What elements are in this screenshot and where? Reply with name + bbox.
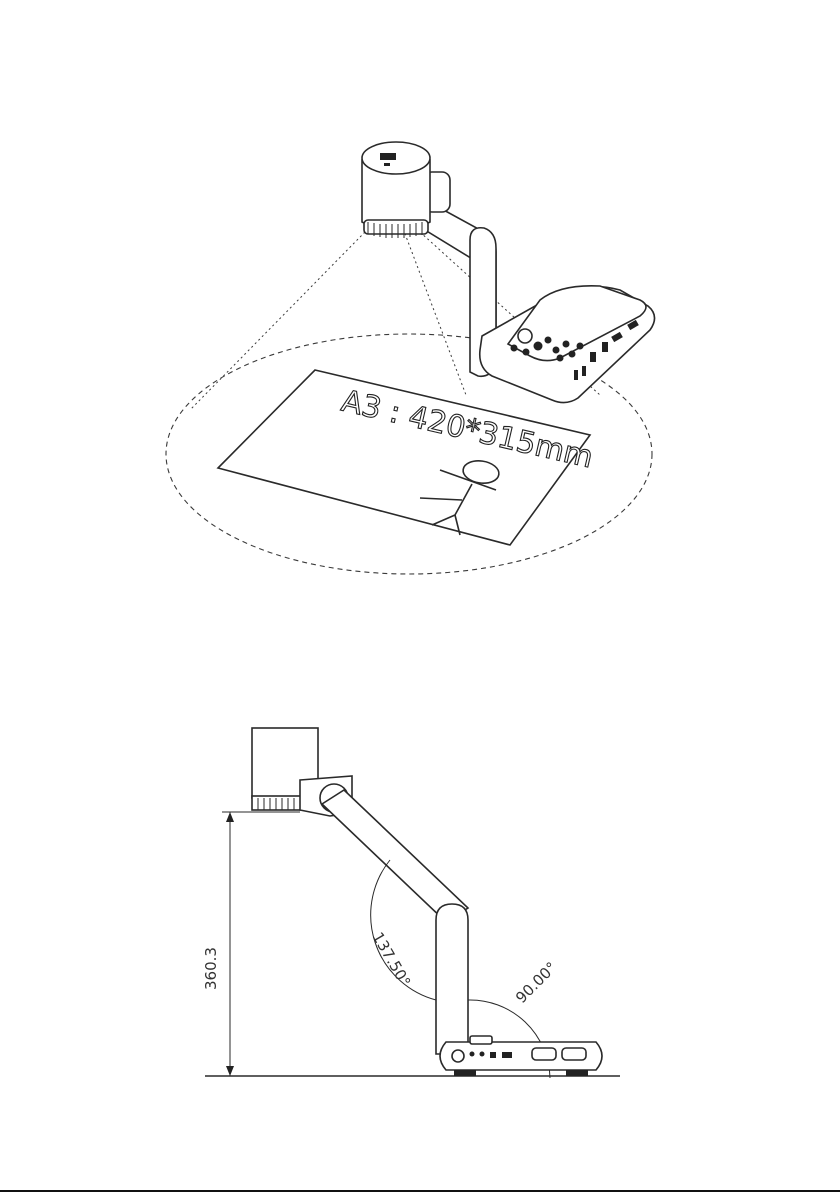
upper-arm-segment	[322, 790, 468, 922]
side-elevation-view: 360.3 137.50° 90.00°	[202, 728, 620, 1078]
isometric-view: A3 : 420*315mm	[166, 142, 655, 574]
power-knob-icon	[518, 329, 532, 343]
camera-head	[362, 142, 430, 238]
base-unit	[480, 286, 655, 403]
arm-angle-label: 137.50°	[369, 929, 415, 990]
brand-logo-mark	[380, 153, 396, 160]
height-dimension-label: 360.3	[202, 947, 220, 990]
base-angle-label: 90.00°	[512, 958, 560, 1006]
lower-arm-segment	[436, 904, 468, 1054]
